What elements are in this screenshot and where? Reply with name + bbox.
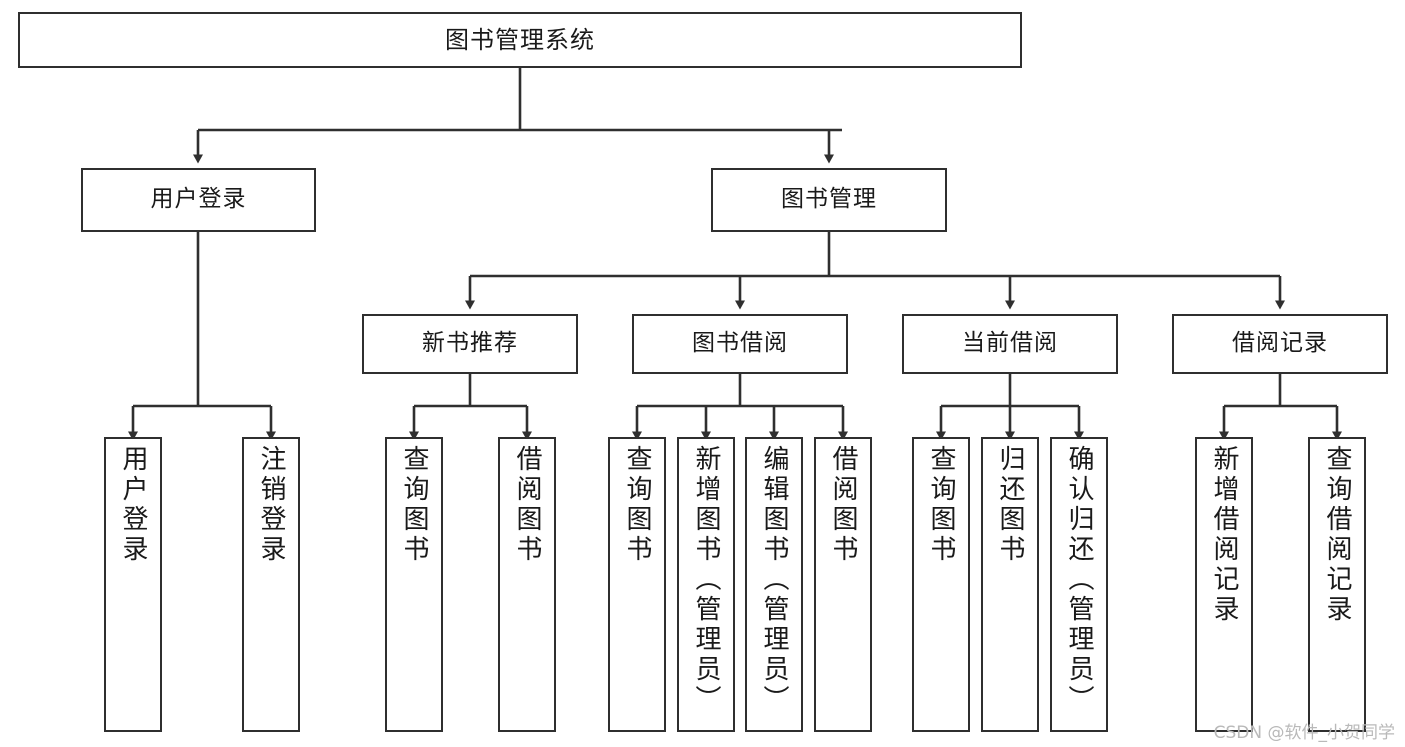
- node-label: 查询图书: [399, 445, 429, 565]
- node-leaf-user-login[interactable]: 用户登录: [104, 437, 162, 732]
- node-label: 查询借阅记录: [1322, 445, 1352, 625]
- node-leaf-return-book[interactable]: 归还图书: [981, 437, 1039, 732]
- node-label: 确认归还（管理员）: [1064, 445, 1094, 715]
- node-label: 归还图书: [995, 445, 1025, 565]
- node-book-management[interactable]: 图书管理: [711, 168, 947, 232]
- node-label: 当前借阅: [962, 330, 1058, 357]
- node-label: 查询图书: [622, 445, 652, 565]
- node-leaf-query-book-3[interactable]: 查询图书: [912, 437, 970, 732]
- node-leaf-edit-book-admin[interactable]: 编辑图书（管理员）: [745, 437, 803, 732]
- node-new-book-recommend[interactable]: 新书推荐: [362, 314, 578, 374]
- node-leaf-query-book-2[interactable]: 查询图书: [608, 437, 666, 732]
- node-leaf-borrow-book-2[interactable]: 借阅图书: [814, 437, 872, 732]
- csdn-watermark: CSDN @软件_小贺同学: [1213, 723, 1395, 743]
- node-leaf-query-book-1[interactable]: 查询图书: [385, 437, 443, 732]
- node-label: 图书借阅: [692, 330, 788, 357]
- node-leaf-borrow-book-1[interactable]: 借阅图书: [498, 437, 556, 732]
- node-label: 借阅记录: [1232, 330, 1328, 357]
- node-leaf-confirm-return-admin[interactable]: 确认归还（管理员）: [1050, 437, 1108, 732]
- node-current-borrow[interactable]: 当前借阅: [902, 314, 1118, 374]
- node-label: 借阅图书: [828, 445, 858, 565]
- node-label: 新增图书（管理员）: [691, 445, 721, 715]
- node-label: 用户登录: [150, 186, 247, 213]
- node-leaf-logout-login[interactable]: 注销登录: [242, 437, 300, 732]
- node-user-login[interactable]: 用户登录: [81, 168, 316, 232]
- node-label: 注销登录: [256, 445, 286, 565]
- node-label: 图书管理系统: [445, 25, 595, 54]
- node-leaf-query-borrow-record[interactable]: 查询借阅记录: [1308, 437, 1366, 732]
- node-label: 图书管理: [781, 186, 877, 213]
- node-leaf-add-borrow-record[interactable]: 新增借阅记录: [1195, 437, 1253, 732]
- node-label: 新增借阅记录: [1209, 445, 1239, 625]
- node-label: 用户登录: [118, 445, 148, 565]
- node-label: 查询图书: [926, 445, 956, 565]
- node-label: 新书推荐: [422, 330, 518, 357]
- node-label: 编辑图书（管理员）: [759, 445, 789, 715]
- node-borrow-record[interactable]: 借阅记录: [1172, 314, 1388, 374]
- node-label: 借阅图书: [512, 445, 542, 565]
- node-book-borrow[interactable]: 图书借阅: [632, 314, 848, 374]
- node-leaf-add-book-admin[interactable]: 新增图书（管理员）: [677, 437, 735, 732]
- node-root-book-management-system[interactable]: 图书管理系统: [18, 12, 1022, 68]
